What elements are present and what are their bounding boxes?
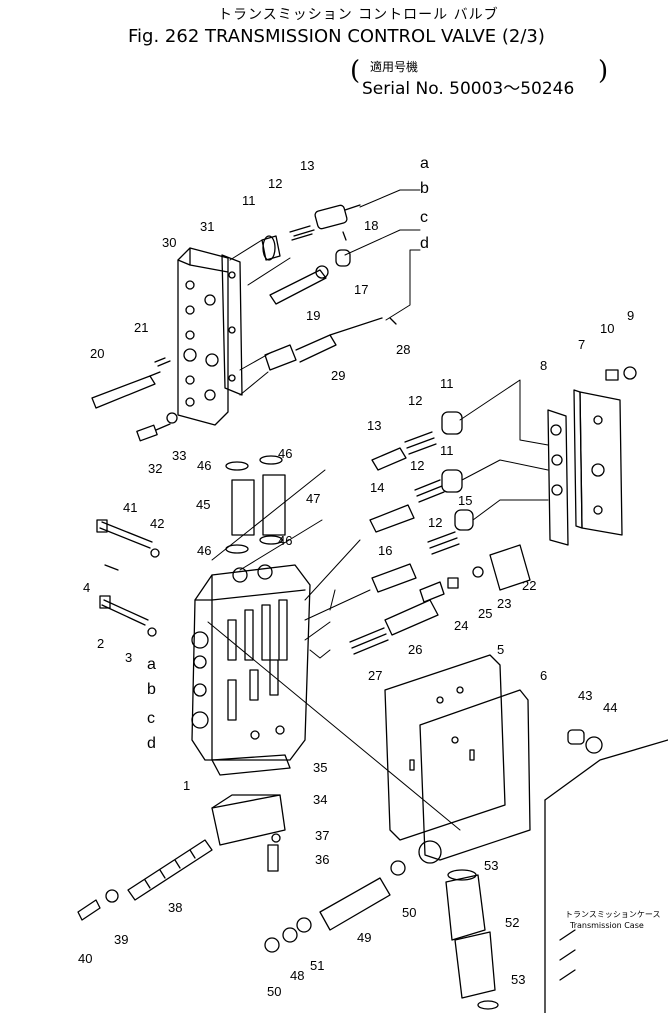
callout-13: 13: [300, 158, 314, 173]
case-note-japanese: トランスミッションケース: [565, 910, 660, 919]
bottom-block: [211, 754, 291, 872]
callout-34: 34: [313, 792, 327, 807]
upper-spools: [261, 204, 397, 371]
callout-10: 10: [600, 321, 614, 336]
callout-49: 49: [357, 930, 371, 945]
callout-40: 40: [78, 951, 92, 966]
callout-3: 3: [125, 650, 132, 665]
callout-25: 25: [478, 606, 492, 621]
callout-15: 15: [458, 493, 472, 508]
callout-32: 32: [148, 461, 162, 476]
callout-7: 7: [578, 337, 585, 352]
callout-8: 8: [540, 358, 547, 373]
callout-53: 53: [484, 858, 498, 873]
callout-20: 20: [90, 346, 104, 361]
callout-24: 24: [454, 618, 468, 633]
callout-42: 42: [150, 516, 164, 531]
serial-label-japanese: 適用号機: [370, 60, 419, 74]
callout-28: 28: [396, 342, 410, 357]
callout-12: 12: [410, 458, 424, 473]
paren-open: (: [350, 56, 361, 86]
port-letter-c: c: [147, 710, 155, 727]
callout-9: 9: [627, 308, 634, 323]
callout-30: 30: [162, 235, 176, 250]
bolts: [96, 519, 160, 637]
callout-21: 21: [134, 320, 148, 335]
callout-4: 4: [83, 580, 90, 595]
callout-27: 27: [368, 668, 382, 683]
callout-23: 23: [497, 596, 511, 611]
port-letter-a: a: [420, 155, 429, 172]
callout-48: 48: [290, 968, 304, 983]
callout-53: 53: [511, 972, 525, 987]
callout-50: 50: [402, 905, 416, 920]
stop-rod: [91, 357, 178, 442]
callout-14: 14: [370, 480, 384, 495]
callout-39: 39: [114, 932, 128, 947]
port-letter-a: a: [147, 656, 156, 673]
callout-12: 12: [408, 393, 422, 408]
callout-29: 29: [331, 368, 345, 383]
end-cover: [547, 366, 637, 546]
callout-38: 38: [168, 900, 182, 915]
callout-36: 36: [315, 852, 329, 867]
callout-11: 11: [440, 443, 454, 458]
callout-45: 45: [196, 497, 210, 512]
case-note: Transmission Case: [569, 921, 644, 930]
callout-16: 16: [378, 543, 392, 558]
case-outline: [544, 729, 668, 1013]
callout-46: 46: [278, 446, 292, 461]
callout-12: 12: [428, 515, 442, 530]
figure-title: Fig. 262 TRANSMISSION CONTROL VALVE (2/3…: [128, 26, 545, 47]
sub-body-part: [177, 247, 243, 426]
callout-26: 26: [408, 642, 422, 657]
callout-11: 11: [440, 376, 454, 391]
valve-body-part: [191, 564, 311, 761]
callout-37: 37: [315, 828, 329, 843]
callout-44: 44: [603, 700, 617, 715]
port-letter-d: d: [420, 235, 429, 252]
callout-11: 11: [242, 193, 256, 208]
paren-close: ): [598, 56, 609, 86]
callout-52: 52: [505, 915, 519, 930]
title-japanese: トランスミッション コントロール バルブ: [218, 7, 499, 23]
port-letter-c: c: [420, 209, 428, 226]
leader-lines: [207, 189, 549, 831]
separator-plates: [384, 654, 531, 864]
callout-17: 17: [354, 282, 368, 297]
callout-46: 46: [278, 533, 292, 548]
callout-2: 2: [97, 636, 104, 651]
callout-35: 35: [313, 760, 327, 775]
callout-19: 19: [306, 308, 320, 323]
middle-spools: [349, 411, 531, 655]
callout-22: 22: [522, 578, 536, 593]
callout-50: 50: [267, 984, 281, 999]
callout-33: 33: [172, 448, 186, 463]
callout-12: 12: [268, 176, 282, 191]
callout-1: 1: [183, 778, 190, 793]
port-letter-d: d: [147, 735, 156, 752]
callout-13: 13: [367, 418, 381, 433]
port-letter-b: b: [420, 180, 429, 197]
callout-46: 46: [197, 543, 211, 558]
callout-31: 31: [200, 219, 214, 234]
callout-5: 5: [497, 642, 504, 657]
lower-spool: [77, 839, 213, 921]
callout-47: 47: [306, 491, 320, 506]
callout-46: 46: [197, 458, 211, 473]
callout-51: 51: [310, 958, 324, 973]
callout-43: 43: [578, 688, 592, 703]
callout-6: 6: [540, 668, 547, 683]
callout-18: 18: [364, 218, 378, 233]
sleeves: [225, 455, 286, 554]
serial-range: Serial No. 50003～50246: [362, 79, 575, 99]
port-letter-b: b: [147, 681, 156, 698]
callout-41: 41: [123, 500, 137, 515]
bottom-spools: [264, 860, 499, 1010]
